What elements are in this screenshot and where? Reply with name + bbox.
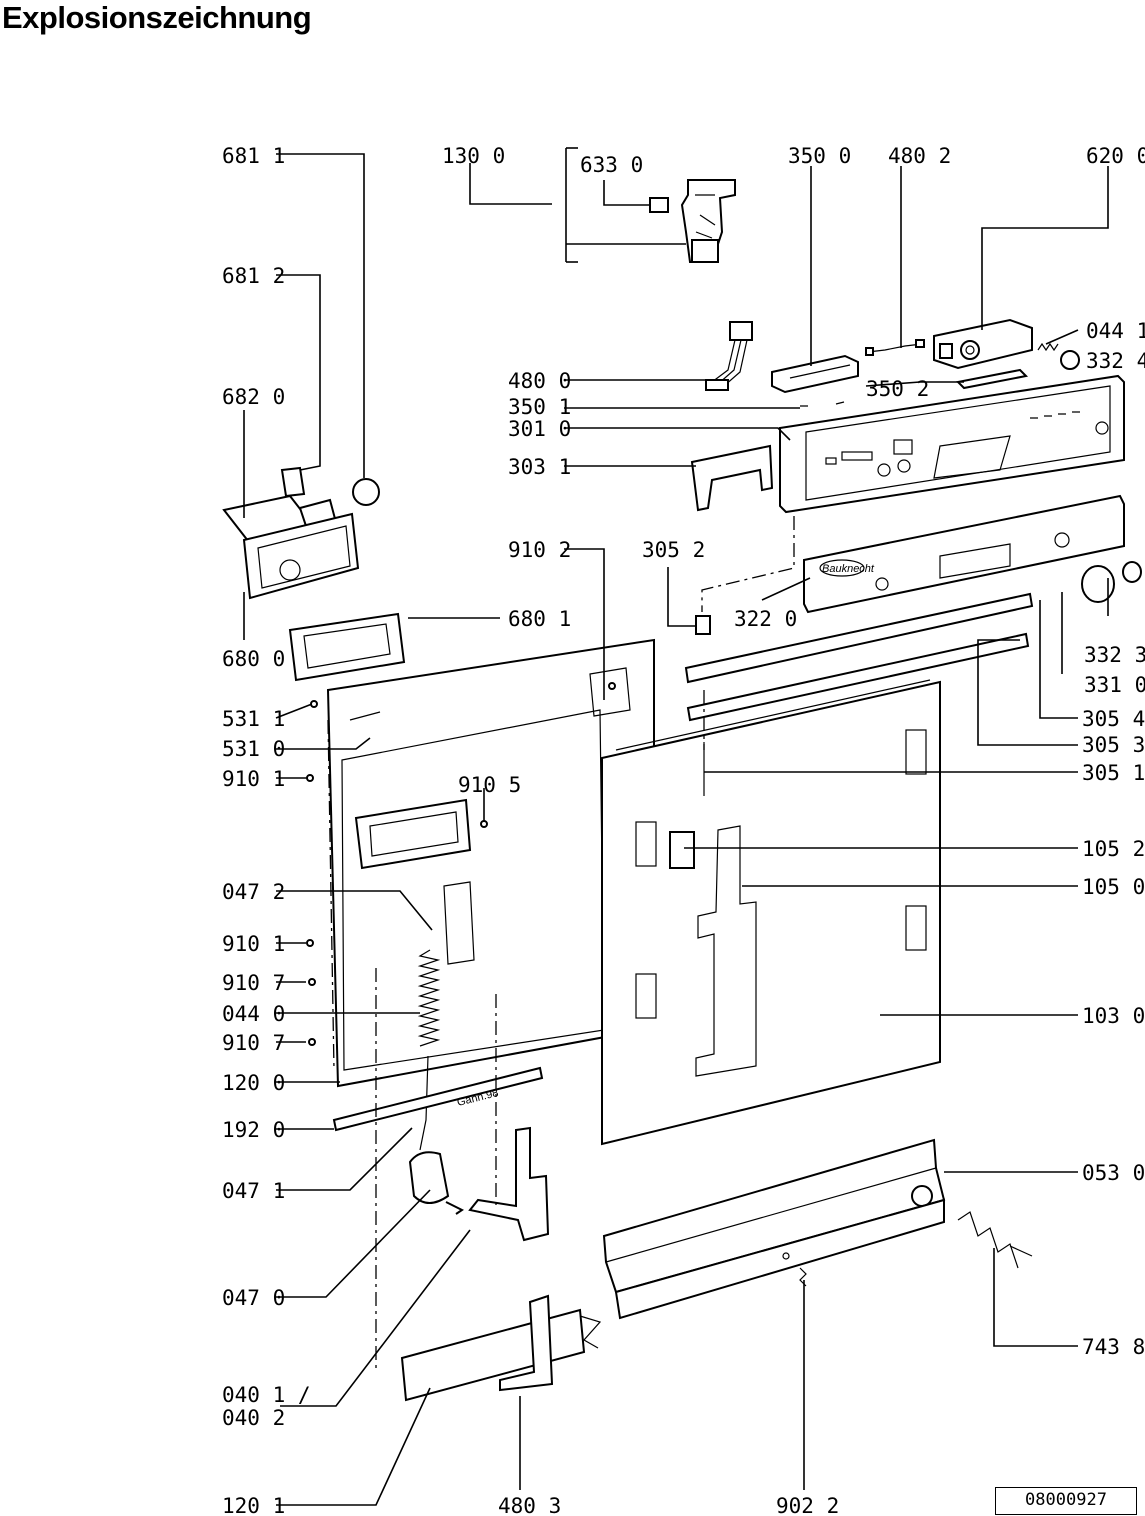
part-label: 682 0 xyxy=(222,385,285,409)
coil-spring-illustration xyxy=(957,1211,1019,1269)
bottom-rail-illustration xyxy=(602,1138,946,1320)
fascia-illustration: Bauknecht xyxy=(803,494,1125,614)
part-label: 331 0 xyxy=(1084,673,1145,697)
part-label: 053 0 xyxy=(1082,1161,1145,1185)
panel-bracket-illustration xyxy=(690,444,774,512)
part-label: 301 0 xyxy=(508,417,571,441)
part-label: 332 4 xyxy=(1086,349,1145,373)
part-label: 910 2 xyxy=(508,538,571,562)
part-label: 480 3 xyxy=(498,1494,561,1516)
part-label: 350 2 xyxy=(866,377,929,401)
part-label: 040 2 xyxy=(222,1406,285,1430)
part-labels: 681 1 130 0 633 0 350 0 480 2 620 0 681 … xyxy=(222,144,1145,1516)
part-label: 902 2 xyxy=(776,1494,839,1516)
part-label: 910 1 xyxy=(222,767,285,791)
knob-illustration xyxy=(1081,565,1115,603)
part-label: 531 1 xyxy=(222,707,285,731)
part-label: 680 0 xyxy=(222,647,285,671)
fasteners xyxy=(306,682,616,1046)
part-label: 044 1 xyxy=(1086,319,1145,343)
part-illustrations: Bauknecht xyxy=(222,179,1142,1402)
door-spring-illustration xyxy=(417,949,441,1047)
part-label: 910 5 xyxy=(458,773,521,797)
part-label: 103 0 xyxy=(1082,1004,1145,1028)
part-label: 910 7 xyxy=(222,1031,285,1055)
part-label: 910 7 xyxy=(222,971,285,995)
part-label: 130 0 xyxy=(442,144,505,168)
part-label: 681 1 xyxy=(222,144,285,168)
hinge-bracket-illustration xyxy=(468,1126,550,1242)
part-label: 047 2 xyxy=(222,880,285,904)
brand-mark: Bauknecht xyxy=(822,563,875,575)
part-label: 480 2 xyxy=(888,144,951,168)
wire-harness-illustration xyxy=(705,321,753,391)
part-label: 047 0 xyxy=(222,1286,285,1310)
part-label: 303 1 xyxy=(508,455,571,479)
detergent-dispenser-illustration xyxy=(222,494,360,600)
part-label: 743 8 xyxy=(1082,1335,1145,1359)
lower-strip-illustration xyxy=(400,1308,586,1402)
part-label: 120 1 xyxy=(222,1494,285,1516)
trim-rail-illustration xyxy=(684,592,1034,684)
part-label: 105 0 xyxy=(1082,875,1145,899)
part-label: 910 1 xyxy=(222,932,285,956)
part-label: 105 2 xyxy=(1082,837,1145,861)
part-label: 305 4 xyxy=(1082,707,1145,731)
part-label: 680 1 xyxy=(508,607,571,631)
part-label: 531 0 xyxy=(222,737,285,761)
part-label: 332 3 xyxy=(1084,643,1145,667)
part-label: 040 1 / xyxy=(222,1383,311,1407)
bottom-strip-illustration xyxy=(332,1066,544,1132)
document-number: 08000927 xyxy=(995,1487,1137,1515)
part-label: 192 0 xyxy=(222,1118,285,1142)
part-label: 480 0 xyxy=(508,369,571,393)
part-label: 047 1 xyxy=(222,1179,285,1203)
part-label: 044 0 xyxy=(222,1002,285,1026)
leader-lines xyxy=(243,147,1109,1506)
part-label: 322 0 xyxy=(734,607,797,631)
cap-illustration xyxy=(352,478,380,506)
page-title: Explosionszeichnung xyxy=(2,0,312,35)
part-label: 305 2 xyxy=(642,538,705,562)
program-selector-illustration xyxy=(933,318,1033,370)
part-label: 633 0 xyxy=(580,153,643,177)
assembly-axes xyxy=(327,516,795,1368)
part-label: 350 1 xyxy=(508,395,571,419)
part-label: 350 0 xyxy=(788,144,851,168)
part-label: 305 3 xyxy=(1082,733,1145,757)
outer-door-illustration xyxy=(601,679,941,1146)
small-harness-illustration xyxy=(867,343,923,353)
control-board-illustration xyxy=(771,354,859,394)
part-label: 620 0 xyxy=(1086,144,1145,168)
part-label: 120 0 xyxy=(222,1071,285,1095)
switch-assembly-illustration xyxy=(649,179,736,263)
part-label: 305 1 xyxy=(1082,761,1145,785)
small-spring-illustration xyxy=(1037,342,1059,352)
gasket-illustration xyxy=(288,612,406,682)
part-label: 681 2 xyxy=(222,264,285,288)
control-panel-illustration xyxy=(779,374,1125,514)
